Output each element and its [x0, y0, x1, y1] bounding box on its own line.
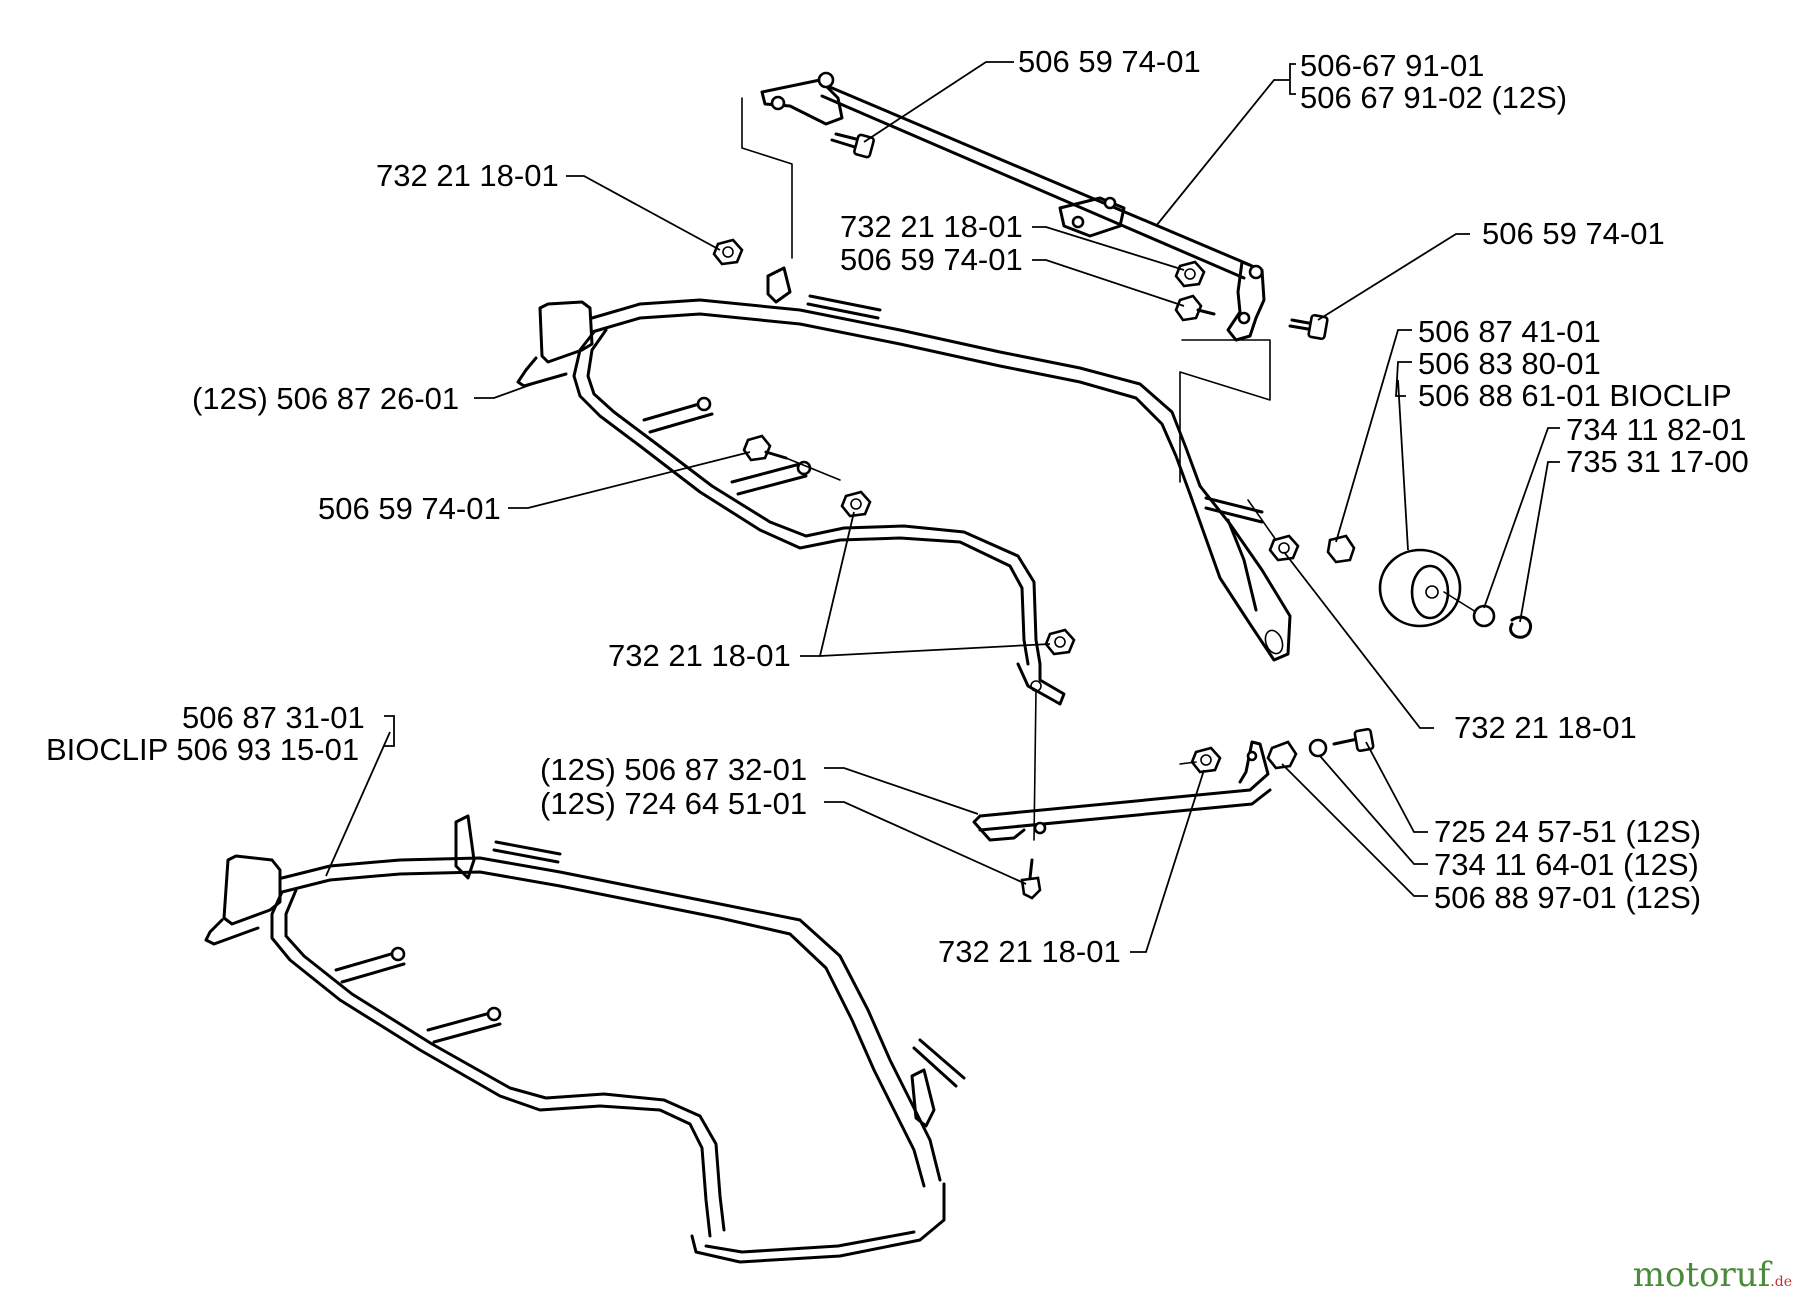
label-bolt-left: 506 59 74-01	[318, 491, 501, 526]
bolt-icon	[1266, 727, 1375, 770]
label-washer: 734 11 82-01	[1566, 412, 1746, 447]
label-nut-mid: 732 21 18-01	[840, 209, 1023, 244]
wheel-assembly	[1268, 534, 1533, 639]
watermark-suffix: .de	[1770, 1274, 1792, 1290]
label-bolt-12s: 725 24 57-51 (12S)	[1434, 814, 1701, 849]
label-screw-12s: (12S) 724 64 51-01	[540, 786, 807, 821]
part-labels: 506 59 74-01 506-67 91-01 506 67 91-02 (…	[46, 44, 1749, 969]
screw-icon	[1020, 858, 1042, 900]
label-clip: 735 31 17-00	[1566, 444, 1749, 479]
label-nut-top-left: 732 21 18-01	[376, 158, 559, 193]
label-link-12s: (12S) 506 87 32-01	[540, 752, 807, 787]
label-spacer: 506 87 41-01	[1418, 314, 1601, 349]
nut-icon	[840, 490, 872, 518]
nut-icon	[1174, 260, 1206, 288]
label-rod-b: 506 67 91-02 (12S)	[1300, 80, 1567, 115]
label-nut-bottom: 732 21 18-01	[938, 934, 1121, 969]
label-bracket-12s: (12S) 506 87 26-01	[192, 381, 459, 416]
bolt-icon	[1288, 313, 1329, 341]
upper-frame	[516, 266, 1292, 706]
nut-icon	[1044, 628, 1076, 656]
label-frame-bioclip: BIOCLIP 506 93 15-01	[46, 732, 359, 767]
label-bolt-mid: 506 59 74-01	[840, 242, 1023, 277]
bolt-icon	[1174, 294, 1216, 322]
watermark-logo: motoruf.de	[1633, 1255, 1792, 1295]
label-wheel: 506 83 80-01	[1418, 346, 1601, 381]
leader-lines	[325, 61, 1560, 953]
label-rod-a: 506-67 91-01	[1300, 48, 1484, 83]
watermark-text: motoruf	[1632, 1255, 1771, 1295]
arm-12s	[972, 740, 1272, 842]
bolt-icon	[830, 132, 875, 159]
nut-icon	[712, 238, 744, 266]
label-wheel-bioclip: 506 88 61-01 BIOCLIP	[1418, 378, 1732, 413]
label-bolt-top: 506 59 74-01	[1018, 44, 1201, 79]
nut-icon	[1190, 746, 1222, 774]
label-frame-lower: 506 87 31-01	[182, 700, 365, 735]
label-nut-wheel: 732 21 18-01	[1454, 710, 1637, 745]
bolt-icon	[742, 434, 788, 462]
label-nut-pair: 732 21 18-01	[608, 638, 791, 673]
lower-frame	[204, 814, 966, 1264]
label-washer-12s: 734 11 64-01 (12S)	[1434, 847, 1699, 882]
label-bolt-right: 506 59 74-01	[1482, 216, 1665, 251]
label-spacer-12s: 506 88 97-01 (12S)	[1434, 880, 1701, 915]
lift-rod	[760, 71, 1266, 342]
